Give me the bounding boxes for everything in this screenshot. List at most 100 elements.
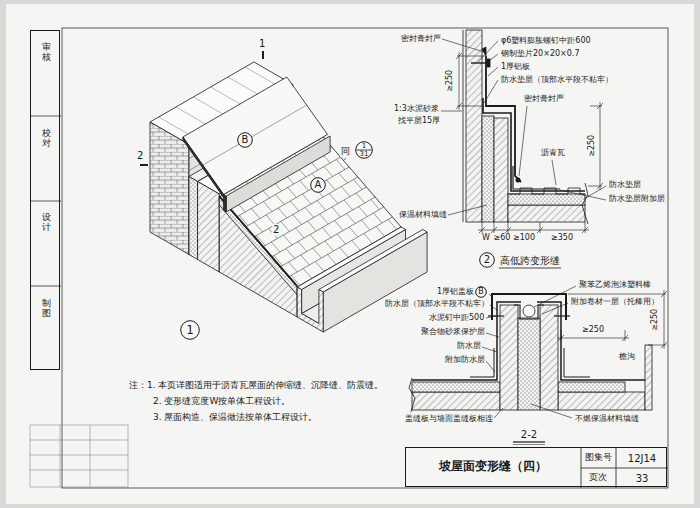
title-underline: [513, 441, 545, 442]
reference-circle-text: 31: [360, 151, 369, 158]
dimension-line: [557, 338, 629, 339]
tile-joint: [371, 200, 380, 210]
tile-joint: [301, 255, 310, 265]
leader-line: [484, 80, 498, 103]
revision-table: [30, 470, 128, 471]
strip-divider: [31, 286, 61, 287]
part-circle-ring: [238, 133, 253, 148]
tile-joint: [359, 207, 368, 217]
tile-joint: [388, 220, 397, 230]
callout-label: 密封膏封严: [400, 34, 442, 44]
callout-label: 沥青瓦: [540, 148, 566, 158]
tile-joint: [361, 220, 370, 230]
dimension-line: [568, 294, 666, 295]
revision-table: [30, 425, 128, 487]
dimension: ≥250: [445, 69, 455, 93]
revision-table: [60, 425, 61, 487]
reference-note: 同: [340, 146, 351, 157]
leader-line: [482, 347, 497, 352]
part-circle: B: [237, 132, 253, 148]
joint-filler: [518, 318, 540, 410]
detail-2-drawing: [463, 30, 588, 224]
section-2-2-drawing: [409, 294, 652, 412]
dimension-line: [561, 330, 562, 341]
tile-joint: [339, 173, 348, 183]
tile-joint: [340, 248, 349, 258]
tile-joint: [336, 160, 345, 170]
dimension-line: [557, 290, 667, 349]
tile-joint: [328, 255, 337, 265]
dimension: ≥60: [493, 233, 512, 243]
leader-line: [552, 160, 556, 185]
leader-line: [488, 67, 498, 76]
part-circle-ring: [476, 287, 487, 298]
tile-joint: [302, 194, 311, 204]
tile-joint: [329, 194, 338, 204]
tile-joint: [310, 235, 319, 245]
strip-divider: [31, 201, 61, 202]
leader-line: [489, 54, 498, 61]
foam-rod: [523, 305, 535, 317]
callout-label: 不燃保温材料填缝: [574, 414, 640, 424]
tile-joint: [251, 209, 260, 219]
section-mark: 1: [258, 38, 266, 50]
tile-joint: [298, 242, 307, 252]
leader-line: [441, 111, 462, 112]
waterproof-layer: [412, 302, 521, 380]
callout-label: 聚合物砂浆保护层: [420, 327, 486, 337]
tile-course: [271, 197, 375, 257]
callout-label: 附加防水层: [444, 355, 486, 365]
tile-joint: [324, 167, 333, 177]
note-text: 2. 变形缝宽度W按单体工程设计。: [152, 396, 291, 407]
roof-layers: [558, 382, 625, 392]
gutter-section: [297, 287, 323, 332]
cover-plate: [183, 77, 328, 195]
title-strip-text: 设计: [42, 213, 51, 233]
callout-label: 防水垫层（顶部水平段不粘牢）: [500, 75, 614, 85]
callout-label: 防水垫层: [608, 180, 642, 190]
callout-label: 水泥钉中距500: [428, 313, 485, 323]
dimension-line: [622, 335, 628, 341]
title-underline: [499, 268, 561, 269]
tile-joint: [283, 235, 292, 245]
title-strip-text: 校对: [42, 129, 51, 149]
leader-line: [519, 106, 527, 176]
part-circle-text: B: [242, 135, 249, 145]
dimension-line: [661, 342, 667, 348]
title-strip-outline: [31, 31, 61, 371]
gutter-wall: [645, 345, 652, 410]
break-line: [582, 183, 588, 224]
tile-joint: [313, 248, 322, 258]
tile-joint: [315, 262, 324, 272]
dimension: W: [481, 233, 491, 243]
callout-label: 盖缝板与墙面盖缝板相连: [404, 414, 494, 424]
tile-joint: [289, 262, 298, 272]
dimension-line: [661, 291, 667, 297]
tile-joint: [327, 180, 336, 190]
leader-line: [584, 186, 606, 199]
roof-slab: [558, 392, 645, 410]
revision-table: [30, 440, 128, 441]
tile-joint: [263, 202, 272, 212]
dimension: ≥250: [587, 134, 597, 158]
reference-circle: 131: [355, 141, 373, 159]
dimension-line: [494, 222, 495, 233]
leader-line: [494, 408, 503, 418]
callout-label: φ6塑料膨胀螺钉中距600: [500, 36, 592, 46]
leader-line: [542, 303, 568, 314]
sheet-frame: [62, 28, 668, 488]
leader-line: [442, 39, 484, 52]
note-text: 注：1. 本页详图适用于沥青瓦屋面的伸缩缝、沉降缝、防震缝。: [128, 380, 384, 391]
dimension-line: [482, 222, 483, 233]
revision-table: [90, 425, 91, 487]
leader-line: [486, 361, 495, 372]
rod-membrane: [514, 305, 544, 319]
leader-line: [486, 316, 496, 318]
dimension: ≥250: [581, 325, 605, 335]
dimension-line: [459, 52, 460, 110]
underlayment: [483, 98, 585, 191]
section-cut-mark: [140, 164, 148, 166]
dimension-line: [537, 227, 543, 233]
callout-label: 找平层15厚: [397, 116, 441, 126]
leader-line: [441, 39, 606, 215]
